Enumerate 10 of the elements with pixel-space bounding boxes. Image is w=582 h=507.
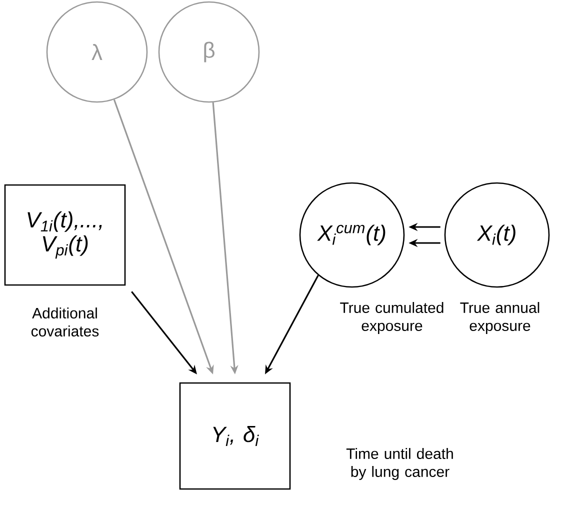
variable-box: V$_{1i}$(t),..., V$_{pi}$(t) xyxy=(4,184,126,286)
circle-node: X$_{i}$$^{cum}$(t) xyxy=(299,182,405,288)
node-caption: Time until death by lung cancer xyxy=(346,448,453,480)
circle-node: λ xyxy=(46,1,148,103)
node-caption: Additional covariates xyxy=(31,308,99,336)
node-caption: True annual exposure xyxy=(460,302,540,334)
circle-node: β xyxy=(158,1,260,103)
node-caption: True cumulated exposure xyxy=(340,302,444,334)
circle-node: X$_{i}$(t) xyxy=(444,182,550,288)
variable-box: Y$_{i}$, δ$_{i}$ xyxy=(179,382,291,490)
